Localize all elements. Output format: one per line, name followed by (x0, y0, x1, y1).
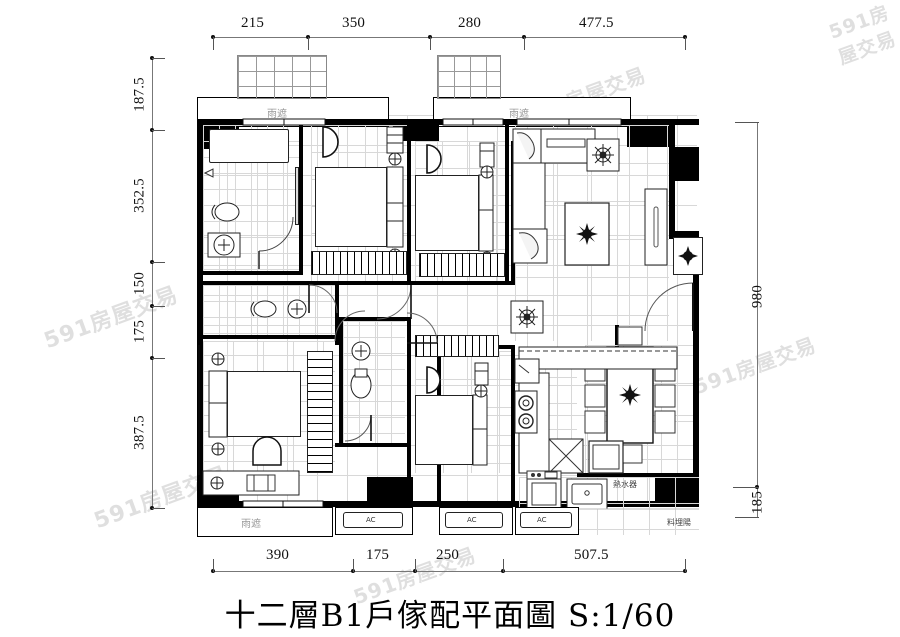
exterior-wall-left (197, 119, 203, 507)
bottom-dimension-line (213, 571, 685, 572)
dim-tick (152, 58, 165, 59)
ac-unit-left (343, 512, 403, 528)
partition-mid-vertical (335, 285, 339, 345)
dim-tick (308, 37, 309, 50)
dim-tick (152, 130, 165, 131)
wardrobe-bedroom2 (419, 253, 505, 277)
dim-tick (152, 306, 165, 307)
bed-4 (415, 395, 473, 465)
partition-bath2-mid (339, 317, 343, 447)
partition-kitchen-left (511, 345, 515, 507)
canopy-label-right: 雨遮 (509, 109, 529, 120)
bath3-fixtures (344, 341, 372, 442)
partition-kitchen-right (577, 473, 699, 477)
column-right-upper (669, 147, 699, 181)
bath2-fixtures (250, 299, 307, 319)
plan-title: 十二層B1戶傢配平面圖 S:1/60 (224, 598, 676, 634)
dim-tick (152, 508, 165, 509)
dim-left-2: 150 (131, 271, 148, 296)
partition-mbath-right (299, 125, 303, 275)
ac-label-mid: AC (467, 516, 477, 524)
canopy-label-bottom: 雨遮 (241, 519, 261, 530)
material-rack-label: 料埋陽 (667, 518, 691, 527)
shower-screen (295, 167, 299, 225)
dim-tick (735, 122, 759, 123)
bed-1 (315, 167, 387, 247)
dim-tick (733, 487, 759, 488)
column-bottom-mid (367, 477, 413, 507)
left-dimension-line (152, 58, 153, 508)
bed4-details (426, 362, 489, 466)
dim-tick (152, 262, 165, 263)
exterior-wall-bottom (197, 501, 699, 507)
dim-tick (353, 559, 354, 572)
kitchen-fixtures (514, 346, 678, 474)
service-balcony-fixtures (519, 470, 699, 510)
dim-tick (735, 517, 759, 518)
partition-bed3-right (335, 443, 411, 447)
ac-unit-right (520, 512, 572, 528)
dim-right-1: 185 (749, 490, 766, 515)
side-cabinet-light (678, 246, 698, 266)
master-bath-fixtures (203, 168, 294, 269)
dim-bottom-3: 507.5 (574, 547, 609, 563)
dim-tick (213, 37, 214, 50)
partition-bath2-right (407, 317, 411, 507)
door-swings (308, 284, 438, 344)
top-dimension-line (213, 37, 685, 38)
floorplan-drawing: 雨遮 雨遮 (175, 55, 730, 537)
dim-bottom-2: 250 (436, 547, 460, 563)
partition-corridor-top (203, 281, 303, 285)
water-heater-label: 熱水器 (613, 480, 637, 489)
exterior-wall-right-lower (693, 231, 699, 507)
dim-tick (213, 559, 214, 572)
canopy-label-left: 雨遮 (267, 109, 287, 120)
wardrobe-bedroom1 (311, 251, 407, 275)
bed-2 (415, 175, 479, 251)
partition-bath2-left (203, 335, 339, 339)
dim-top-1: 350 (342, 15, 366, 31)
partition-bed2-right (505, 125, 509, 285)
ac-label-right: AC (537, 516, 547, 524)
wardrobe-bedroom4 (415, 335, 499, 357)
watermark: 591房屋交易 (826, 1, 900, 70)
dim-bottom-0: 390 (266, 547, 290, 563)
bed2-details (426, 142, 495, 265)
partition-mbath-bottom (203, 271, 303, 275)
dim-top-0: 215 (241, 15, 265, 31)
watermark: 591房屋交易 (40, 282, 182, 355)
bed3-details (198, 345, 300, 496)
window-mullions (242, 118, 622, 508)
ac-unit-mid (445, 512, 503, 528)
dim-tick (524, 37, 525, 50)
dim-left-1: 352.5 (131, 178, 148, 213)
wardrobe-bedroom3 (307, 351, 333, 473)
dim-left-3: 175 (131, 319, 148, 344)
bathtub (209, 129, 289, 163)
balcony-grille-right (437, 55, 501, 99)
right-dimension-line (757, 122, 758, 517)
dim-tick (503, 559, 504, 572)
ac-label-left: AC (366, 516, 376, 524)
dim-tick (152, 358, 165, 359)
living-room-furniture (510, 128, 694, 334)
partition-upper-hall (303, 281, 511, 285)
bed1-details (322, 126, 404, 262)
dim-left-0: 187.5 (131, 77, 148, 112)
dim-top-3: 477.5 (579, 15, 614, 31)
dim-tick (430, 37, 431, 50)
partition-bath2-top (339, 317, 411, 321)
dim-right-0: 980 (749, 284, 766, 309)
balcony-grille-left (237, 55, 327, 99)
dim-tick (685, 559, 686, 572)
dim-bottom-1: 175 (366, 547, 390, 563)
dim-left-4: 387.5 (131, 415, 148, 450)
dim-tick (685, 37, 686, 50)
dim-tick (415, 559, 416, 572)
dim-top-2: 280 (458, 15, 482, 31)
partition-bed1-right (407, 125, 411, 285)
